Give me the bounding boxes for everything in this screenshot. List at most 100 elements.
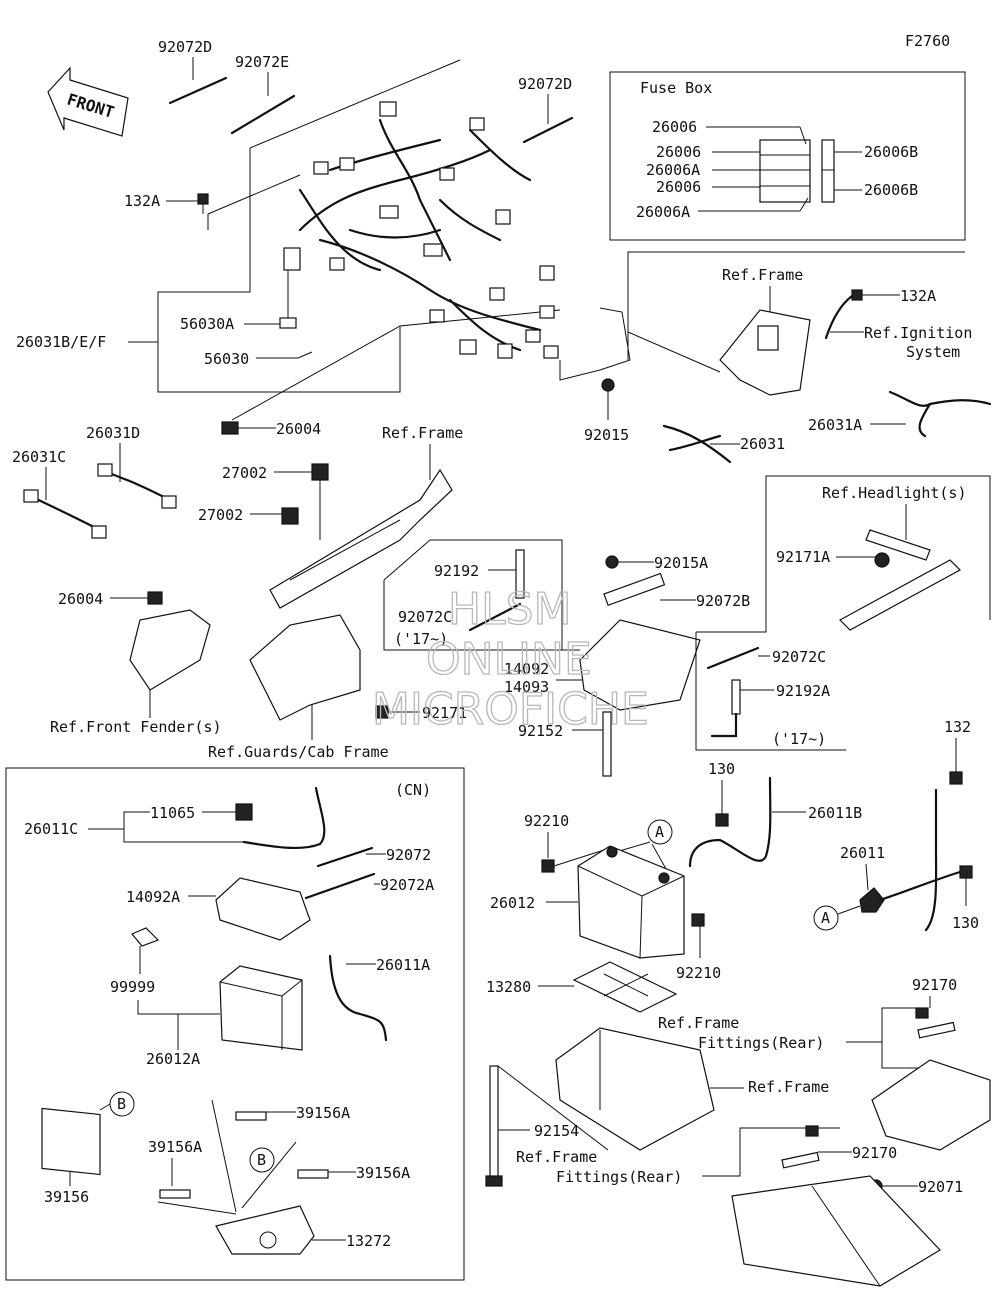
svg-text:26011A: 26011A	[376, 956, 430, 974]
part-92171A: 92171A	[776, 548, 890, 568]
cn-box: (CN)	[5, 767, 465, 1281]
svg-text:System: System	[906, 343, 960, 361]
svg-text:A: A	[821, 909, 830, 927]
svg-text:('17~): ('17~)	[394, 630, 448, 648]
svg-text:92072E: 92072E	[235, 53, 289, 71]
part-132A-a: 132A	[124, 192, 209, 214]
svg-text:26031A: 26031A	[808, 416, 862, 434]
callout-b-1	[109, 1091, 135, 1117]
headlight-ref: Ref.Headlight(s)	[695, 475, 991, 751]
svg-text:92210: 92210	[676, 964, 721, 982]
part-26031BEF: 26031B/E/F	[16, 333, 158, 351]
svg-text:Ref.Guards/Cab Frame: Ref.Guards/Cab Frame	[208, 743, 389, 761]
svg-text:14092A: 14092A	[126, 888, 180, 906]
front-fender-ref: Ref.Front Fender(s)	[50, 609, 222, 736]
part-11065: 11065	[150, 803, 253, 822]
part-92015: 92015	[584, 378, 629, 444]
guards-cab-frame-ref: Ref.Guards/Cab Frame	[208, 614, 389, 761]
svg-text:13280: 13280	[486, 978, 531, 996]
svg-text:MICROFICHE: MICROFICHE	[372, 684, 649, 735]
svg-text:92171: 92171	[422, 704, 467, 722]
part-26031: 26031	[662, 424, 785, 464]
svg-text:26031C: 26031C	[12, 448, 66, 466]
svg-text:13272: 13272	[346, 1232, 391, 1250]
part-13280: 13280	[486, 961, 678, 1013]
svg-text:92072A: 92072A	[380, 876, 434, 894]
svg-text:27002: 27002	[198, 506, 243, 524]
part-39156A-a: 39156A	[235, 1104, 350, 1122]
svg-text:26012A: 26012A	[146, 1050, 200, 1068]
svg-text:92210: 92210	[524, 812, 569, 830]
svg-text:A: A	[655, 823, 664, 841]
watermark: HLSM ONLINE MICROFICHE	[371, 583, 649, 735]
part-92192: 92192	[434, 549, 525, 599]
part-56030: 56030	[204, 350, 313, 368]
svg-text:92171A: 92171A	[776, 548, 830, 566]
svg-text:Ref.Frame: Ref.Frame	[748, 1078, 829, 1096]
part-130-a: 130	[708, 760, 735, 827]
fuse-box: Fuse Box 26006 26006 26006A 26006 26006A…	[609, 71, 966, 241]
frame-mid-ref: Ref.Frame	[269, 424, 463, 609]
svg-text:('17~): ('17~)	[772, 730, 826, 748]
part-92170-b: 92170	[781, 1125, 897, 1169]
front-arrow-icon: FRONT	[47, 66, 129, 137]
svg-text:Ref.Frame: Ref.Frame	[658, 1014, 739, 1032]
part-39156A-b: 39156A	[148, 1138, 202, 1199]
svg-text:26031: 26031	[740, 435, 785, 453]
part-92072E: 92072E	[230, 53, 296, 135]
svg-text:26031B/E/F: 26031B/E/F	[16, 333, 106, 351]
svg-text:27002: 27002	[222, 464, 267, 482]
part-92072C-b: 92072C	[706, 646, 826, 670]
part-130-b: 130	[952, 865, 979, 932]
page-code: F2760	[905, 32, 950, 50]
part-39156A-c: 39156A	[297, 1164, 410, 1182]
svg-text:Ref.Frame: Ref.Frame	[382, 424, 463, 442]
main-wire-harness	[283, 101, 559, 359]
svg-text:92071: 92071	[918, 1178, 963, 1196]
part-92072B: 92072B	[603, 572, 750, 610]
part-26004-b: 26004	[58, 590, 163, 608]
part-92154: 92154	[485, 1065, 609, 1187]
svg-text:56030A: 56030A	[180, 315, 234, 333]
part-39156: 39156 B	[41, 1091, 135, 1206]
svg-text:Ref.Frame: Ref.Frame	[722, 266, 803, 284]
part-132: 132	[924, 718, 971, 932]
part-26031D: 26031D	[86, 424, 177, 509]
svg-text:92015: 92015	[584, 426, 629, 444]
part-92072: 92072	[316, 846, 431, 868]
svg-text:92192A: 92192A	[776, 682, 830, 700]
svg-text:26031D: 26031D	[86, 424, 140, 442]
rear-fitting-plate	[731, 1175, 941, 1287]
svg-text:(CN): (CN)	[395, 781, 431, 799]
svg-text:99999: 99999	[110, 978, 155, 996]
frame-fittings-rear-ref-2: Ref.Frame Fittings(Rear)	[516, 1127, 840, 1186]
svg-text:92170: 92170	[912, 976, 957, 994]
part-92210-a: 92210	[524, 812, 605, 873]
part-132A-b: 132A	[824, 287, 936, 340]
part-14092A: 14092A	[126, 877, 311, 941]
svg-text:HLSM: HLSM	[448, 584, 572, 635]
svg-text:26011C: 26011C	[24, 820, 78, 838]
part-92192A: 92192A ('17~)	[710, 679, 830, 748]
svg-text:26006B: 26006B	[864, 181, 918, 199]
svg-text:92154: 92154	[534, 1122, 579, 1140]
svg-text:26004: 26004	[276, 420, 321, 438]
svg-text:39156: 39156	[44, 1188, 89, 1206]
svg-text:26011B: 26011B	[808, 804, 862, 822]
svg-text:39156A: 39156A	[356, 1164, 410, 1182]
battery-box-14092: 14092 14093	[504, 619, 701, 711]
svg-text:26006: 26006	[652, 118, 697, 136]
svg-text:26011: 26011	[840, 844, 885, 862]
svg-text:39156A: 39156A	[296, 1104, 350, 1122]
svg-text:Fittings(Rear): Fittings(Rear)	[556, 1168, 682, 1186]
svg-text:92072B: 92072B	[696, 592, 750, 610]
part-27002-b: 27002	[198, 506, 299, 525]
svg-text:130: 130	[952, 914, 979, 932]
svg-text:ONLINE: ONLINE	[426, 634, 592, 685]
part-13272: B 13272	[157, 1099, 391, 1255]
svg-text:92072C: 92072C	[772, 648, 826, 666]
svg-text:132A: 132A	[900, 287, 936, 305]
center-bracket	[383, 539, 580, 651]
part-26031C: 26031C	[12, 448, 107, 539]
